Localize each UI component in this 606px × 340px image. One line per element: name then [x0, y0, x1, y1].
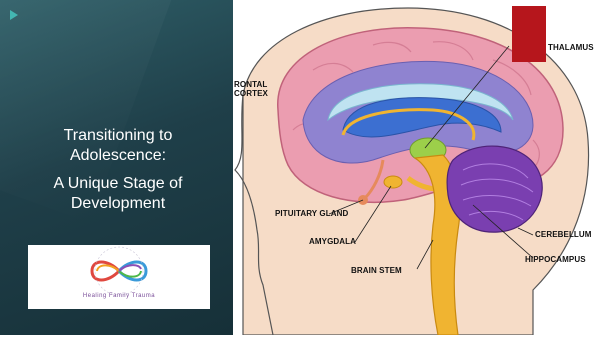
hippocampus-label: HIPPOCAMPUS [525, 255, 586, 264]
brain-stem-label: BRAIN STEM [351, 266, 402, 275]
amygdala [384, 176, 402, 188]
infinity-logo-icon [28, 245, 210, 309]
bullet-triangle-icon [10, 10, 18, 20]
slide-title: Transitioning to Adolescence: [18, 126, 218, 166]
cerebellum-label: CEREBELLUM [535, 230, 592, 239]
frontal-cortex-label: RONTAL CORTEX [234, 80, 268, 98]
red-highlight-box [512, 6, 546, 62]
logo-card: Healing Family Trauma [28, 245, 210, 309]
title-panel: Transitioning to Adolescence: A Unique S… [0, 0, 233, 335]
slide-title-block: Transitioning to Adolescence: A Unique S… [18, 126, 218, 214]
slide-subtitle: A Unique Stage of Development [18, 174, 218, 214]
amygdala-label: AMYGDALA [309, 237, 356, 246]
pituitary-gland-label: PITUITARY GLAND [275, 209, 348, 218]
frontal-cortex-label-line1: RONTAL [234, 80, 268, 89]
logo-tagline: Healing Family Trauma [28, 293, 210, 299]
frontal-cortex-label-line2: CORTEX [234, 89, 268, 98]
thalamus-label: THALAMUS [548, 43, 594, 52]
